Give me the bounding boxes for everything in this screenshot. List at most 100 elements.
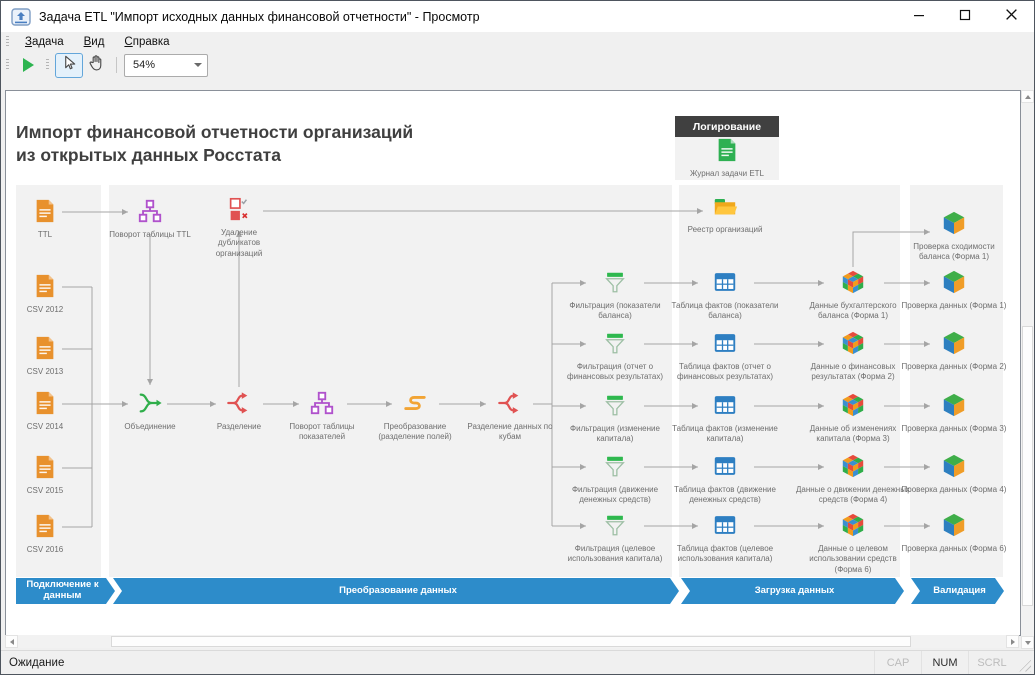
node-label: Проверка данных (Форма 6)	[901, 544, 1007, 553]
diagram-node-check-form1[interactable]: Проверка данных (Форма 1)	[897, 269, 1011, 311]
node-label: Преобразование (разделение полей)	[378, 422, 452, 442]
node-label: Поворот таблицы TTL	[109, 230, 191, 239]
diagram-node-filter-balance[interactable]: Фильтрация (показатели баланса)	[558, 269, 672, 322]
zoom-combobox[interactable]: 54%	[124, 53, 208, 77]
file-orange-icon	[32, 455, 58, 484]
diagram-node-check-form2[interactable]: Проверка данных (Форма 2)	[897, 330, 1011, 372]
status-bar: Ожидание CAP NUM SCRL	[1, 650, 1034, 674]
diagram-node-csv-2013[interactable]: CSV 2013	[6, 335, 102, 377]
filter-green-icon	[602, 272, 628, 299]
transform-orange-icon	[402, 396, 428, 420]
scroll-left-button[interactable]	[5, 635, 18, 648]
diagram-node-dedup-orgs[interactable]: Удаление дубликатов организаций	[204, 196, 274, 259]
app-icon	[11, 7, 31, 27]
diagram-node-data-form3[interactable]: Данные об изменениях капитала (Форма 3)	[796, 392, 910, 445]
status-text: Ожидание	[9, 656, 65, 669]
diagram-node-fact-finres[interactable]: Таблица фактов (отчет о финансовых резул…	[668, 330, 782, 383]
diagram-title: Импорт финансовой отчетности организаций…	[16, 122, 414, 166]
diagram-node-filter-capital-change[interactable]: Фильтрация (изменение капитала)	[558, 392, 672, 445]
vertical-scroll-thumb[interactable]	[1022, 326, 1033, 606]
node-label: Удаление дубликатов организаций	[215, 228, 263, 258]
diagram-node-filter-finres[interactable]: Фильтрация (отчет о финансовых результат…	[558, 330, 672, 383]
num-lock-indicator: NUM	[921, 651, 968, 674]
node-label: Поворот таблицы показателей	[289, 422, 355, 442]
diagram-node-ttl[interactable]: TTL	[6, 198, 102, 240]
diagram-node-data-form1[interactable]: Данные бухгалтерского баланса (Форма 1)	[796, 269, 910, 322]
cube-multi-icon	[840, 331, 866, 360]
vertical-scrollbar[interactable]	[1021, 90, 1034, 649]
diagram-node-data-form6[interactable]: Данные о целевом использовании средств (…	[796, 512, 910, 575]
run-task-button[interactable]	[15, 54, 41, 77]
cube-multi-icon	[840, 454, 866, 483]
node-label: CSV 2015	[26, 486, 64, 495]
scroll-right-button[interactable]	[1006, 635, 1019, 648]
file-orange-icon	[32, 336, 58, 365]
minimize-icon	[913, 8, 925, 26]
toolbar-separator	[116, 57, 117, 73]
resize-grip[interactable]	[1017, 657, 1031, 672]
file-orange-icon	[32, 274, 58, 303]
diagram-node-pivot-indicators[interactable]: Поворот таблицы показателей	[274, 390, 370, 443]
play-icon	[22, 58, 34, 72]
diagram-node-pivot-ttl[interactable]: Поворот таблицы TTL	[105, 198, 195, 240]
diagram-node-fact-capital-change[interactable]: Таблица фактов (изменение капитала)	[668, 392, 782, 445]
diagram-node-filter-cashflow[interactable]: Фильтрация (движение денежных средств)	[558, 453, 672, 506]
cube-multi-icon	[840, 270, 866, 299]
logging-header: Логирование	[675, 116, 779, 137]
node-label: Данные о движении денежных средств (Форм…	[796, 485, 910, 505]
diagram-node-split-cubes[interactable]: Разделение данных по кубам	[466, 390, 554, 443]
menu-item-3[interactable]: Справка	[124, 35, 170, 48]
node-label: Таблица фактов (изменение капитала)	[672, 424, 778, 444]
diagram-node-data-form4[interactable]: Данные о движении денежных средств (Форм…	[796, 453, 910, 506]
diagram-canvas[interactable]: Импорт финансовой отчетности организаций…	[5, 90, 1021, 636]
zoom-value: 54%	[133, 59, 156, 71]
diagram-node-filter-target-use[interactable]: Фильтрация (целевое использования капита…	[558, 512, 672, 565]
cube-3color-icon	[941, 454, 967, 483]
diagram-node-check-form3[interactable]: Проверка данных (Форма 3)	[897, 392, 1011, 434]
scroll-down-button[interactable]	[1021, 636, 1034, 649]
diagram-node-fact-target-use[interactable]: Таблица фактов (целевое использования ка…	[668, 512, 782, 565]
diagram-node-csv-2016[interactable]: CSV 2016	[6, 513, 102, 555]
merge-green-icon	[137, 393, 163, 420]
close-button[interactable]	[988, 1, 1034, 32]
node-label: Проверка данных (Форма 3)	[901, 424, 1007, 433]
scroll-up-button[interactable]	[1021, 90, 1034, 103]
folder-orange-icon	[712, 199, 738, 223]
diagram-node-fact-cashflow[interactable]: Таблица фактов (движение денежных средст…	[668, 453, 782, 506]
node-label: CSV 2013	[26, 367, 64, 376]
diagram-node-csv-2012[interactable]: CSV 2012	[6, 273, 102, 315]
toolbar-grip-1	[6, 59, 9, 71]
table-blue-icon	[712, 334, 738, 360]
diagram-node-check-form6[interactable]: Проверка данных (Форма 6)	[897, 512, 1011, 554]
node-label: CSV 2012	[26, 305, 64, 314]
diagram-node-check-convergence-f1[interactable]: Проверка сходимости баланса (Форма 1)	[897, 210, 1011, 263]
diagram-node-union[interactable]: Объединение	[93, 390, 207, 432]
diagram-node-registry[interactable]: Реестр организаций	[668, 193, 782, 235]
diagram-node-etl-log[interactable]: Журнал задачи ETL	[670, 137, 784, 179]
diagram-node-data-form2[interactable]: Данные о финансовых результатах (Форма 2…	[796, 330, 910, 383]
horizontal-scroll-thumb[interactable]	[111, 636, 911, 647]
select-tool-button[interactable]	[55, 52, 83, 78]
menu-item-1[interactable]: Задача	[25, 35, 64, 48]
diagram-node-transform-fields[interactable]: Преобразование (разделение полей)	[360, 390, 470, 443]
cube-3color-icon	[941, 331, 967, 360]
diagram-node-split[interactable]: Разделение	[182, 390, 296, 432]
diagram-node-check-form4[interactable]: Проверка данных (Форма 4)	[897, 453, 1011, 495]
file-green-icon	[714, 138, 740, 167]
diagram-node-fact-balance[interactable]: Таблица фактов (показатели баланса)	[668, 269, 782, 322]
chevron-down-icon[interactable]	[189, 63, 207, 67]
horizontal-scrollbar[interactable]	[5, 635, 1019, 648]
minimize-button[interactable]	[896, 1, 942, 32]
pan-tool-button[interactable]	[83, 54, 109, 77]
maximize-button[interactable]	[942, 1, 988, 32]
node-label: Проверка сходимости баланса (Форма 1)	[913, 242, 995, 262]
node-label: Фильтрация (целевое использования капита…	[567, 544, 663, 564]
panel-transform	[109, 185, 672, 577]
menu-item-2[interactable]: Вид	[83, 35, 105, 48]
node-label: Разделение данных по кубам	[467, 422, 553, 442]
diagram-node-csv-2014[interactable]: CSV 2014	[6, 390, 102, 432]
stage-load: Загрузка данных	[681, 578, 904, 604]
node-label: Фильтрация (изменение капитала)	[570, 424, 660, 444]
dedup-red-icon	[226, 197, 252, 226]
diagram-node-csv-2015[interactable]: CSV 2015	[6, 454, 102, 496]
